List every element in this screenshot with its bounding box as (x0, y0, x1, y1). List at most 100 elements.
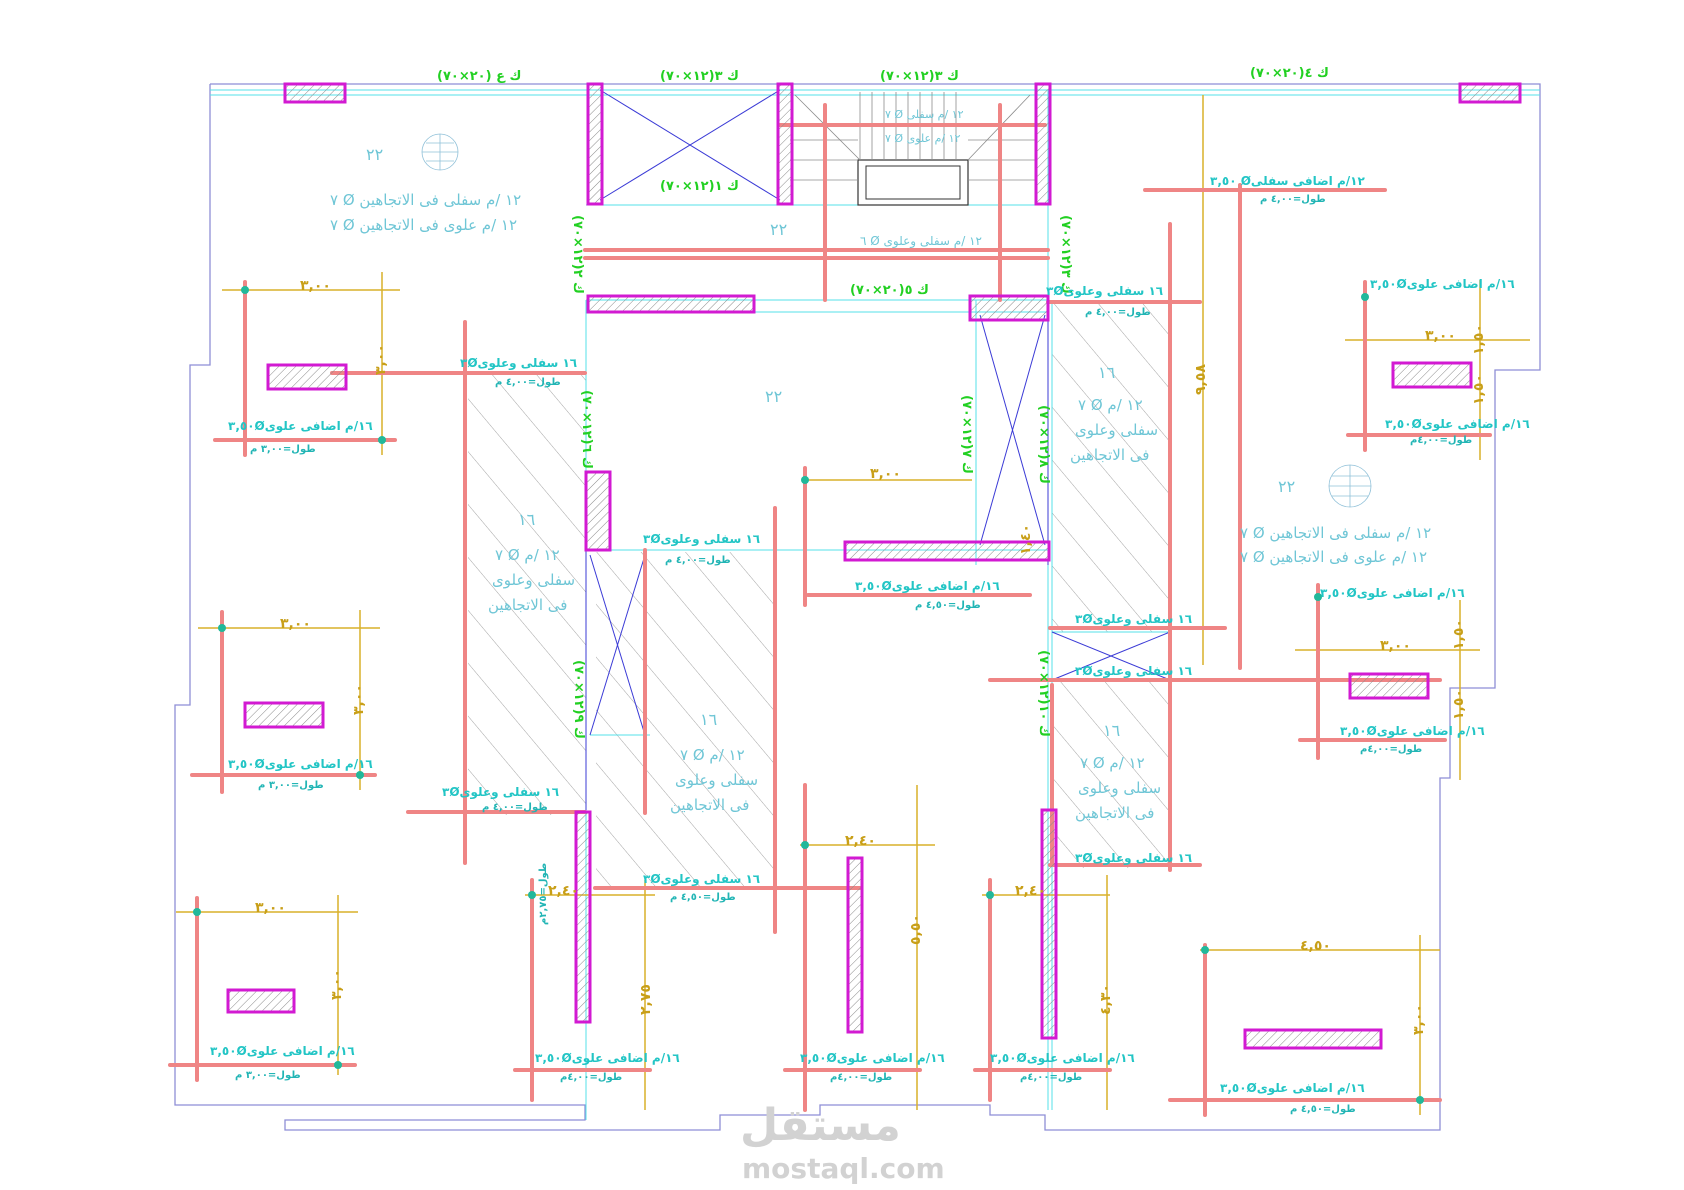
slab-note-top-right: ٧ Ø ١٢ /م علوى فى الاتجاهين (1240, 548, 1427, 566)
len-label-7: طول=٣,٠٠ م (235, 1070, 301, 1081)
slab-number-3: ٢٢ (765, 387, 782, 406)
hatched-slab-center (596, 552, 774, 890)
rebar-label-11: ٣,٥٠Ø١٦/م اضافى علوى (228, 757, 373, 772)
slab-note-stair-b: ٧ Ø ١٢ /م علوى (885, 132, 961, 145)
len-label-13: طول=٤,٠٠م (1020, 1072, 1082, 1083)
rebar-label-5: ٣Ø١٦ سفلى وعلوى (1075, 664, 1192, 679)
rebar-label-21: ٣,٥٠Ø١٦/م اضافى علوى (1340, 724, 1485, 739)
rebar-label-19: ٣,٥٠Ø١٦/م اضافى علوى (1385, 417, 1530, 432)
dim-label-4: ٣,٠٠ (870, 466, 901, 482)
beam-label-12: ك ٩(١٢×٧٠) (571, 660, 586, 739)
beam-label-6: ك ٥(٢٠×٧٠) (850, 283, 929, 298)
dim-label-1: ٣,٠٠ (300, 278, 331, 294)
rebar-label-7: ٣Ø١٦ سفلى وعلوى (643, 872, 760, 887)
len-label-10: طول=٤,٥٠ م (670, 892, 736, 903)
dim-label-17: ١,٥٠ (1451, 619, 1467, 650)
slab-note-bottom-right: ٧ Ø ١٢ /م سفلى فى الاتجاهين (1240, 524, 1431, 542)
len-label-11: طول=٤,٠٠م (560, 1072, 622, 1083)
len-label-6: طول=٣,٠٠ م (258, 780, 324, 791)
len-label-4: طول=٤,٠٠ م (1260, 194, 1326, 205)
slab-outline (174, 83, 1541, 1131)
rebar-label-14: ٣,٥٠Ø١٦/م اضافى علوى (535, 1051, 680, 1066)
beam-label-10: ك ٧(١٢×٧٠) (959, 395, 974, 474)
len-label-5: طول=٣,٠٠ م (250, 444, 316, 455)
slab-note-bottom-left: ٧ Ø ١٢ /م سفلى فى الاتجاهين (330, 191, 521, 209)
rebar-label-12: ٣,٥٠Ø١٦/م اضافى علوى (210, 1044, 355, 1059)
slab-number-1: ٢٢ (366, 145, 383, 164)
rebar-label-16: ٣,٥٠Ø١٦/م اضافى علوى (990, 1051, 1135, 1066)
dim-label-7: ٢,٤٠ (845, 833, 876, 849)
hatched-note-4c: فى الاتجاهين (1075, 804, 1154, 822)
columns (226, 82, 1522, 1050)
dim-label-16: ١,٥٠ (1471, 374, 1487, 405)
beam-label-1: ك ع (٢٠×٧٠) (437, 69, 521, 84)
dim-label-15: ١,٥٠ (1471, 324, 1487, 355)
slab-number-7: ١٦ (1098, 363, 1115, 382)
beam-label-5: ك ١(١٢×٧٠) (660, 179, 739, 194)
slab-number-5: ١٦ (518, 510, 535, 529)
beam-label-13: ك ١٠(١٢×٧٠) (1036, 650, 1051, 737)
dim-label-18: ١,٥٠ (1451, 689, 1467, 720)
len-label-2: طول=٤,٠٠ م (665, 555, 731, 566)
dim-label-10: ٤,٥٠ (1300, 938, 1331, 954)
dim-label-23: ١,٤٠ (1018, 524, 1034, 555)
rebar-label-10: ٣,٥٠Ø١٦/م اضافى علوى (228, 419, 373, 434)
slab-number-2: ٢٢ (770, 220, 787, 239)
rebar-label-15: ٣,٥٠Ø١٦/م اضافى علوى (800, 1051, 945, 1066)
rebar-dots (193, 286, 1424, 1104)
hatched-note-1c: فى الاتجاهين (488, 596, 567, 614)
rebar-label-6: ٣Ø١٦ سفلى وعلوى (442, 785, 559, 800)
len-label-12: طول=٤,٠٠م (830, 1072, 892, 1083)
dimension-lines (176, 95, 1530, 1115)
len-label-1: طول=٤,٠٠ م (495, 377, 561, 388)
slab-note-stair-a: ٧ Ø ١٢ /م سفلى (885, 108, 964, 121)
rebar-label-3: ٣Ø١٦ سفلى وعلوى (1046, 284, 1163, 299)
rebar-label-20: ٣,٥٠Ø١٦/م اضافى علوى (1320, 586, 1465, 601)
rebar-label-1: ٣Ø١٦ سفلى وعلوى (460, 356, 577, 371)
grid-symbol-icons (421, 133, 1372, 508)
hatched-slab-left (468, 375, 586, 815)
rebar-label-17: ٣,٥٠Ø١٦/م اضافى علوى (1220, 1081, 1365, 1096)
dim-label-19: ٣,٠٠ (373, 344, 389, 375)
hatched-note-2c: فى الاتجاهين (670, 796, 749, 814)
dim-label-6: ٣,٠٠ (1380, 638, 1411, 654)
hatched-slab-right-top (1052, 302, 1170, 632)
slab-note-top-left: ٧ Ø ١٢ /م علوى فى الاتجاهين (330, 216, 517, 234)
hatched-slab-right-bottom (1052, 680, 1170, 868)
dim-label-5: ٣,٠٠ (1425, 328, 1456, 344)
len-label-15: طول=٤,٠٠م (1410, 435, 1472, 446)
hatched-note-4b: سفلى وعلوى (1078, 779, 1161, 797)
dim-label-2: ٣,٠٠ (280, 616, 311, 632)
len-label-16: طول=٤,٠٠م (1360, 744, 1422, 755)
watermark-logo: مستقل (740, 1100, 901, 1151)
rebar-lines (168, 103, 1492, 1117)
dim-label-9: ٢,٤٠ (1015, 883, 1046, 899)
len-label-17: طول=٢,٧٥م (538, 863, 549, 925)
dim-label-13: ٢,٧٥ (638, 984, 654, 1015)
slab-number-8: ١٦ (1103, 721, 1120, 740)
opening-crosses (585, 89, 1171, 810)
rebar-label-9: ٣,٥٠ Ø١٢/م اضافى سفلى (1210, 174, 1365, 189)
len-label-14: طول=٤,٥٠ م (1290, 1104, 1356, 1115)
beam-label-3: ك ٣(١٢×٧٠) (880, 69, 959, 84)
hatched-note-2a: ٧ Ø ١٢ /م (680, 746, 745, 764)
rebar-label-8: ٣Ø١٦ سفلى وعلوى (1075, 851, 1192, 866)
rebar-label-2: ٣Ø١٦ سفلى وعلوى (643, 532, 760, 547)
rebar-label-13: ٣,٥٠Ø١٦/م اضافى علوى (855, 579, 1000, 594)
hatched-note-3a: ٧ Ø ١٢ /م (1078, 396, 1143, 414)
hatched-note-1a: ٧ Ø ١٢ /م (495, 546, 560, 564)
dim-label-3: ٣,٠٠ (255, 900, 286, 916)
slab-number-6: ١٦ (700, 710, 717, 729)
watermark-url: mostaql.com (742, 1152, 945, 1185)
dim-label-11: ٥,٥٠ (908, 914, 924, 945)
rebar-label-4: ٣Ø١٦ سفلى وعلوى (1075, 612, 1192, 627)
hatched-note-2b: سفلى وعلوى (675, 771, 758, 789)
hatched-note-4a: ٧ Ø ١٢ /م (1080, 754, 1145, 772)
dim-label-22: ٣,٠٠ (1411, 1004, 1427, 1035)
slab-number-4: ٢٢ (1278, 477, 1295, 496)
beam-label-8: ك ٣(١٢×٧٠) (1058, 215, 1073, 294)
dim-label-8: ٢,٤٠ (548, 883, 579, 899)
dim-label-20: ٣,٠٠ (351, 684, 367, 715)
dim-label-12: ٤,٣٠ (1098, 984, 1114, 1015)
